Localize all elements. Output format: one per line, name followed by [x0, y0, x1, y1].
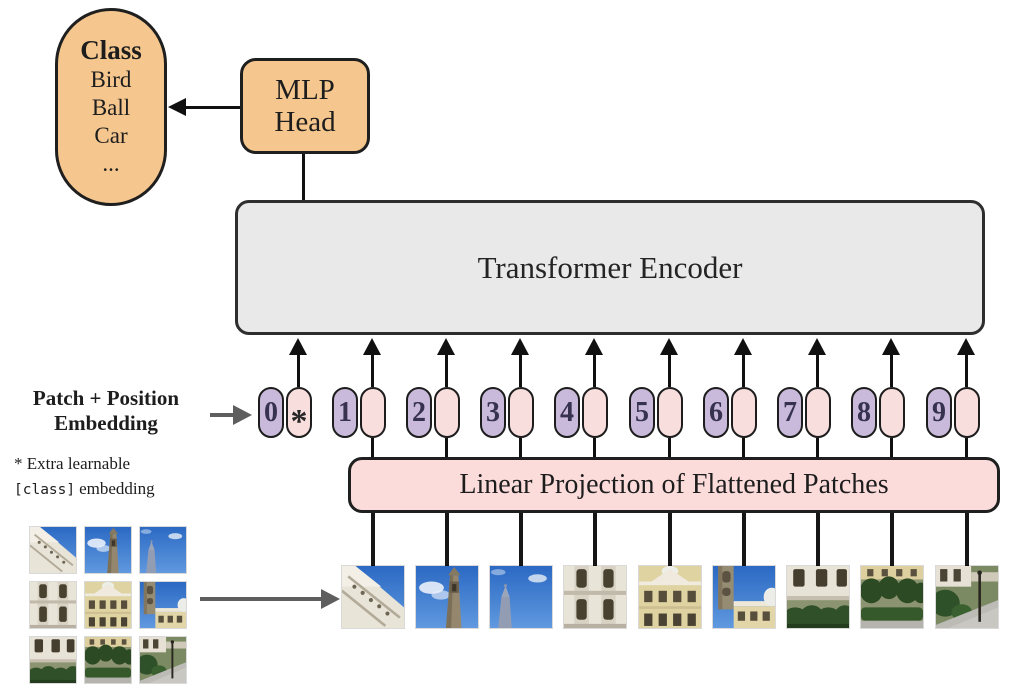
patch-connector: [371, 513, 375, 566]
patch-connector: [890, 513, 894, 566]
token-group-7: 7: [777, 338, 831, 460]
position-embedding-pill: 4: [554, 387, 580, 438]
token-group-1: 1: [332, 338, 386, 460]
patch-image-3: [489, 565, 553, 629]
arrow-up-icon: [289, 338, 307, 355]
patch-connector: [445, 513, 449, 566]
patch-image-4: [563, 565, 627, 629]
class-token-asterisk: *: [290, 402, 308, 440]
class-item-car: Car: [94, 123, 128, 149]
token-group-2: 2: [406, 338, 460, 460]
patch-embedding-pill: [954, 387, 980, 438]
position-embedding-pill: 5: [629, 387, 655, 438]
class-item-bird: Bird: [90, 67, 132, 93]
class-bubble-title: Class: [80, 35, 142, 65]
patch-embedding-pill: [582, 387, 608, 438]
patch-embedding-pill: [731, 387, 757, 438]
class-item-ellipsis: ...: [102, 151, 120, 177]
position-number: 5: [635, 396, 649, 428]
arrow-up-icon: [808, 338, 826, 355]
position-embedding-pill: 8: [851, 387, 877, 438]
position-embedding-pill: 9: [926, 387, 952, 438]
patch-position-embedding-label: Patch + Position Embedding: [32, 386, 180, 435]
linear-projection-box: Linear Projection of Flattened Patches: [348, 457, 1000, 513]
grid-patch-image-4: [29, 581, 77, 629]
patch-image-8: [860, 565, 924, 629]
class-item-ball: Ball: [91, 95, 131, 121]
position-embedding-pill: 6: [703, 387, 729, 438]
position-number: 0: [264, 396, 278, 428]
arrow-up-icon: [585, 338, 603, 355]
patch-embedding-pill: [434, 387, 460, 438]
arrow-up-icon: [882, 338, 900, 355]
patch-image-5: [638, 565, 702, 629]
patch-connector: [816, 513, 820, 566]
class-patch-embedding-pill: *: [286, 387, 312, 440]
position-number: 4: [560, 396, 574, 428]
grid-patch-image-1: [29, 526, 77, 574]
patch-image-9: [935, 565, 999, 629]
token-group-5: 5: [629, 338, 683, 460]
arrow-left-icon: [168, 97, 240, 117]
token-group-0: 0 *: [258, 338, 312, 460]
footnote-line2: embedding: [79, 478, 155, 498]
arrow-up-icon: [363, 338, 381, 355]
position-embedding-pill: 0: [258, 387, 284, 438]
linear-projection-label: Linear Projection of Flattened Patches: [459, 469, 889, 500]
arrow-up-icon: [957, 338, 975, 355]
patch-image-7: [786, 565, 850, 629]
position-number: 2: [412, 396, 426, 428]
patch-image-6: [712, 565, 776, 629]
grid-patch-image-3: [139, 526, 187, 574]
mlp-encoder-connector: [302, 154, 305, 200]
patch-image-2: [415, 565, 479, 629]
token-group-9: 9: [926, 338, 980, 460]
transformer-encoder-box: Transformer Encoder: [235, 200, 985, 335]
arrow-right-icon: [210, 405, 252, 425]
patch-image-1: [341, 565, 405, 629]
grid-patch-image-9: [139, 636, 187, 684]
patch-connector: [593, 513, 597, 566]
token-group-3: 3: [480, 338, 534, 460]
patch-embedding-pill: [508, 387, 534, 438]
position-number: 3: [486, 396, 500, 428]
patch-embedding-pill: [805, 387, 831, 438]
token-group-4: 4: [554, 338, 608, 460]
grid-patch-image-8: [84, 636, 132, 684]
class-output-bubble: Class Bird Ball Car ...: [55, 8, 167, 206]
position-number: 1: [338, 396, 352, 428]
token-group-6: 6: [703, 338, 757, 460]
patch-connector: [668, 513, 672, 566]
patch-connector: [519, 513, 523, 566]
transformer-encoder-label: Transformer Encoder: [477, 249, 743, 285]
mlp-head-box: MLP Head: [240, 58, 370, 154]
patch-embedding-pill: [879, 387, 905, 438]
patch-embedding-pill: [360, 387, 386, 438]
arrow-up-icon: [660, 338, 678, 355]
token-group-8: 8: [851, 338, 905, 460]
position-number: 7: [783, 396, 797, 428]
position-number: 6: [709, 396, 723, 428]
patch-embedding-pill: [657, 387, 683, 438]
grid-patch-image-2: [84, 526, 132, 574]
position-embedding-pill: 7: [777, 387, 803, 438]
position-embedding-pill: 1: [332, 387, 358, 438]
footnote-line1: * Extra learnable: [14, 454, 131, 473]
position-embedding-pill: 3: [480, 387, 506, 438]
position-number: 8: [857, 396, 871, 428]
grid-patch-image-5: [84, 581, 132, 629]
arrow-up-icon: [437, 338, 455, 355]
grid-patch-image-6: [139, 581, 187, 629]
grid-patch-image-7: [29, 636, 77, 684]
arrow-up-icon: [511, 338, 529, 355]
mlp-head-label: MLP Head: [274, 73, 336, 138]
patch-connector: [965, 513, 969, 566]
position-number: 9: [932, 396, 946, 428]
arrow-up-icon: [734, 338, 752, 355]
position-embedding-pill: 2: [406, 387, 432, 438]
patch-connector: [742, 513, 746, 566]
footnote-class-code: [class]: [14, 481, 76, 498]
arrow-right-icon: [200, 588, 342, 610]
class-embedding-footnote: * Extra learnable [class]embedding: [14, 452, 155, 501]
